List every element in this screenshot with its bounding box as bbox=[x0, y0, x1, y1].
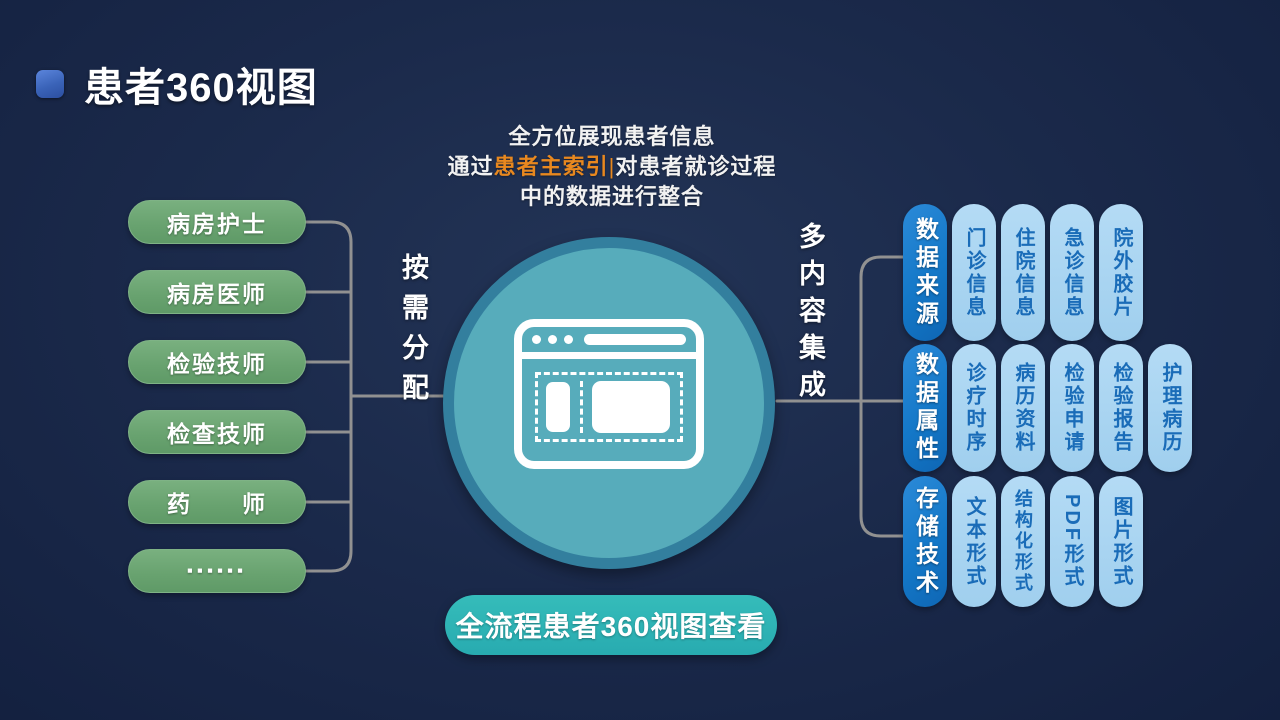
browser-dot-icon bbox=[532, 335, 541, 344]
pill-inpatient-info: 住院信息 bbox=[1001, 204, 1045, 341]
pill-medical-records: 病历资料 bbox=[1001, 344, 1045, 472]
full-process-view-banner: 全流程患者360视图查看 bbox=[445, 595, 777, 655]
browser-content bbox=[522, 359, 696, 454]
pill-text-format: 文本形式 bbox=[952, 476, 996, 607]
pill-nursing-record: 护理病历 bbox=[1148, 344, 1192, 472]
browser-titlebar bbox=[522, 327, 696, 359]
pill-lab-report: 检验报告 bbox=[1099, 344, 1143, 472]
group-row-data-sources: 数据来源 门诊信息 住院信息 急诊信息 院外胶片 bbox=[903, 204, 1143, 341]
subtitle-line3: 中的数据进行整合 bbox=[519, 184, 704, 209]
layout-panel-small-icon bbox=[546, 381, 570, 432]
browser-window-icon bbox=[514, 319, 704, 469]
title-bullet-icon bbox=[36, 70, 64, 98]
patient360-circle bbox=[443, 237, 775, 569]
role-pill-ellipsis: ▪▪▪▪▪▪ bbox=[128, 549, 306, 593]
flow-label-on-demand: 按需分配 bbox=[398, 253, 428, 413]
pill-lab-request: 检验申请 bbox=[1050, 344, 1094, 472]
group-header-data-attribute: 数据属性 bbox=[903, 344, 947, 472]
pill-external-film: 院外胶片 bbox=[1099, 204, 1143, 341]
dashed-layout-region bbox=[535, 371, 683, 442]
role-pill-ward-nurse: 病房护士 bbox=[128, 200, 306, 244]
pill-outpatient-info: 门诊信息 bbox=[952, 204, 996, 341]
group-row-storage-tech: 存储技术 文本形式 结构化形式 PDF形式 图片形式 bbox=[903, 476, 1143, 607]
pill-image-format: 图片形式 bbox=[1099, 476, 1143, 607]
browser-addressbar-icon bbox=[584, 334, 686, 345]
highlight-divider: | bbox=[608, 154, 616, 179]
pill-emergency-info: 急诊信息 bbox=[1050, 204, 1094, 341]
group-row-data-attributes: 数据属性 诊疗时序 病历资料 检验申请 检验报告 护理病历 bbox=[903, 344, 1192, 472]
page-title: 患者360视图 bbox=[84, 66, 318, 110]
browser-dot-icon bbox=[548, 335, 557, 344]
role-pill-lab-technician: 检验技师 bbox=[128, 340, 306, 384]
layout-panel-large-icon bbox=[592, 380, 670, 433]
browser-dot-icon bbox=[564, 335, 573, 344]
group-header-storage-tech: 存储技术 bbox=[903, 476, 947, 607]
slide-header: 患者360视图 bbox=[36, 55, 318, 113]
subtitle-line1: 全方位展现患者信息 bbox=[508, 124, 716, 149]
role-pill-ward-doctor: 病房医师 bbox=[128, 270, 306, 314]
pill-structured-format: 结构化形式 bbox=[1001, 476, 1045, 607]
pill-pdf-format: PDF形式 bbox=[1050, 476, 1094, 607]
subtitle-line2: 通过患者主索引|对患者就诊过程 bbox=[447, 154, 777, 179]
flow-label-multi-content: 多内容集成 bbox=[795, 222, 825, 407]
role-pill-pharmacist: 药 师 bbox=[128, 480, 306, 524]
highlight-patient-index: 患者主索引 bbox=[493, 154, 609, 179]
pill-treatment-timeline: 诊疗时序 bbox=[952, 344, 996, 472]
subtitle-text: 全方位展现患者信息 通过患者主索引|对患者就诊过程 中的数据进行整合 bbox=[412, 122, 812, 212]
role-pill-exam-technician: 检查技师 bbox=[128, 410, 306, 454]
group-header-data-source: 数据来源 bbox=[903, 204, 947, 341]
dashed-divider bbox=[580, 380, 583, 433]
